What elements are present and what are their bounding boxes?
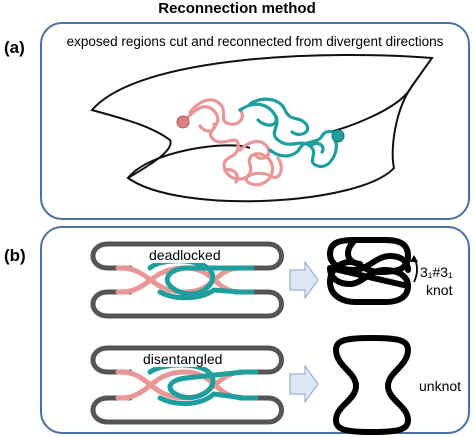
panel-b bbox=[40, 226, 470, 434]
deadlocked-rings bbox=[90, 241, 284, 319]
pink-chain-anchor bbox=[176, 115, 190, 129]
composite-knot bbox=[327, 237, 411, 305]
right-arrow-icon bbox=[289, 364, 319, 404]
cut-sphere bbox=[90, 54, 434, 203]
unknot-label: unknot bbox=[419, 378, 462, 394]
pink-chain bbox=[181, 98, 283, 187]
teal-chain bbox=[238, 97, 342, 169]
panel-a: exposed regions cut and reconnected from… bbox=[40, 22, 470, 220]
panel-b-label: (b) bbox=[4, 246, 26, 265]
teal-chain-anchor bbox=[331, 129, 345, 143]
disentangled-label: disentangled bbox=[141, 351, 225, 367]
right-arrow-icon bbox=[289, 260, 319, 300]
knot-type-label: knot bbox=[426, 282, 453, 298]
panel-a-caption: exposed regions cut and reconnected from… bbox=[66, 34, 444, 49]
panel-a-label: (a) bbox=[4, 38, 25, 57]
deadlocked-label: deadlocked bbox=[147, 247, 223, 263]
unknot-shape bbox=[332, 334, 412, 436]
figure-title: Reconnection method bbox=[158, 0, 316, 17]
knot-name-label: 3₁#3₁ bbox=[420, 264, 453, 280]
curved-arrow-head bbox=[410, 255, 418, 262]
